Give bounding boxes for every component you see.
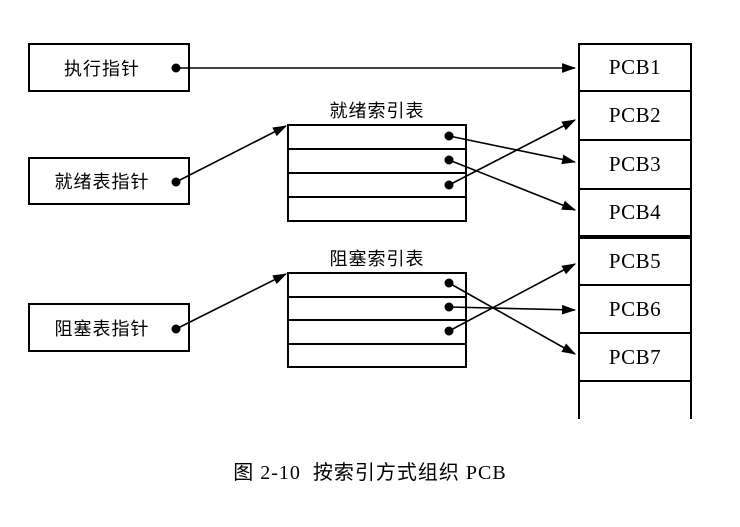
ready-index-row-1 <box>289 126 465 150</box>
pcb-cell-label: PCB7 <box>608 344 662 369</box>
pcb-cell-5: PCB5 <box>580 239 690 286</box>
arrow-blocked-row3-to-pcb5 <box>448 263 576 332</box>
ready-index-table-title: 就绪索引表 <box>329 101 425 121</box>
ready-index-row-3 <box>289 174 465 198</box>
blocked-index-row-1 <box>289 274 465 298</box>
blocked-index-row-3 <box>289 321 465 345</box>
arrow-blocked-pointer-to-blocked-table <box>175 273 287 330</box>
arrow-ready-row1-to-pcb3 <box>448 135 577 165</box>
pcb-cell-4: PCB4 <box>580 190 690 239</box>
pcb-column: PCB1 PCB2 PCB3 PCB4 PCB5 PCB6 PCB7 <box>578 43 692 419</box>
pcb-cell-7: PCB7 <box>580 334 690 382</box>
arrow-ready-pointer-to-ready-table <box>175 125 287 183</box>
pcb-cell-label: PCB2 <box>608 103 662 127</box>
ready-index-row-4 <box>289 198 465 220</box>
pcb-cell-label: PCB4 <box>608 200 662 224</box>
figure-caption: 图 2-10 按索引方式组织 PCB <box>233 462 507 484</box>
blocked-pointer-label: 阻塞表指针 <box>54 318 150 339</box>
arrow-ready-row2-to-pcb4 <box>448 159 577 211</box>
pcb-cell-label: PCB3 <box>608 152 662 176</box>
pcb-cell-3: PCB3 <box>580 141 690 190</box>
ready-pointer-box: 就绪表指针 <box>28 157 190 205</box>
pcb-cell-8-empty <box>580 382 690 419</box>
blocked-index-row-4 <box>289 345 465 367</box>
arrow-blocked-row1-to-pcb7 <box>448 282 576 355</box>
ready-index-table <box>287 124 467 222</box>
blocked-index-row-2 <box>289 298 465 321</box>
ready-index-row-2 <box>289 150 465 174</box>
pcb-cell-2: PCB2 <box>580 92 690 141</box>
execution-pointer-box: 执行指针 <box>28 43 190 92</box>
blocked-pointer-box: 阻塞表指针 <box>28 303 190 352</box>
pcb-cell-label: PCB1 <box>608 55 662 79</box>
execution-pointer-label: 执行指针 <box>64 58 140 79</box>
pcb-cell-label: PCB6 <box>608 296 662 321</box>
pcb-cell-1: PCB1 <box>580 45 690 92</box>
ready-pointer-label: 就绪表指针 <box>54 172 150 192</box>
blocked-index-table-title: 阻塞索引表 <box>329 249 425 269</box>
arrow-blocked-row2-to-pcb6 <box>448 304 577 315</box>
blocked-index-table <box>287 272 467 368</box>
pcb-cell-label: PCB5 <box>608 249 662 273</box>
pcb-cell-6: PCB6 <box>580 286 690 334</box>
arrow-ready-row3-to-pcb2 <box>448 119 576 186</box>
